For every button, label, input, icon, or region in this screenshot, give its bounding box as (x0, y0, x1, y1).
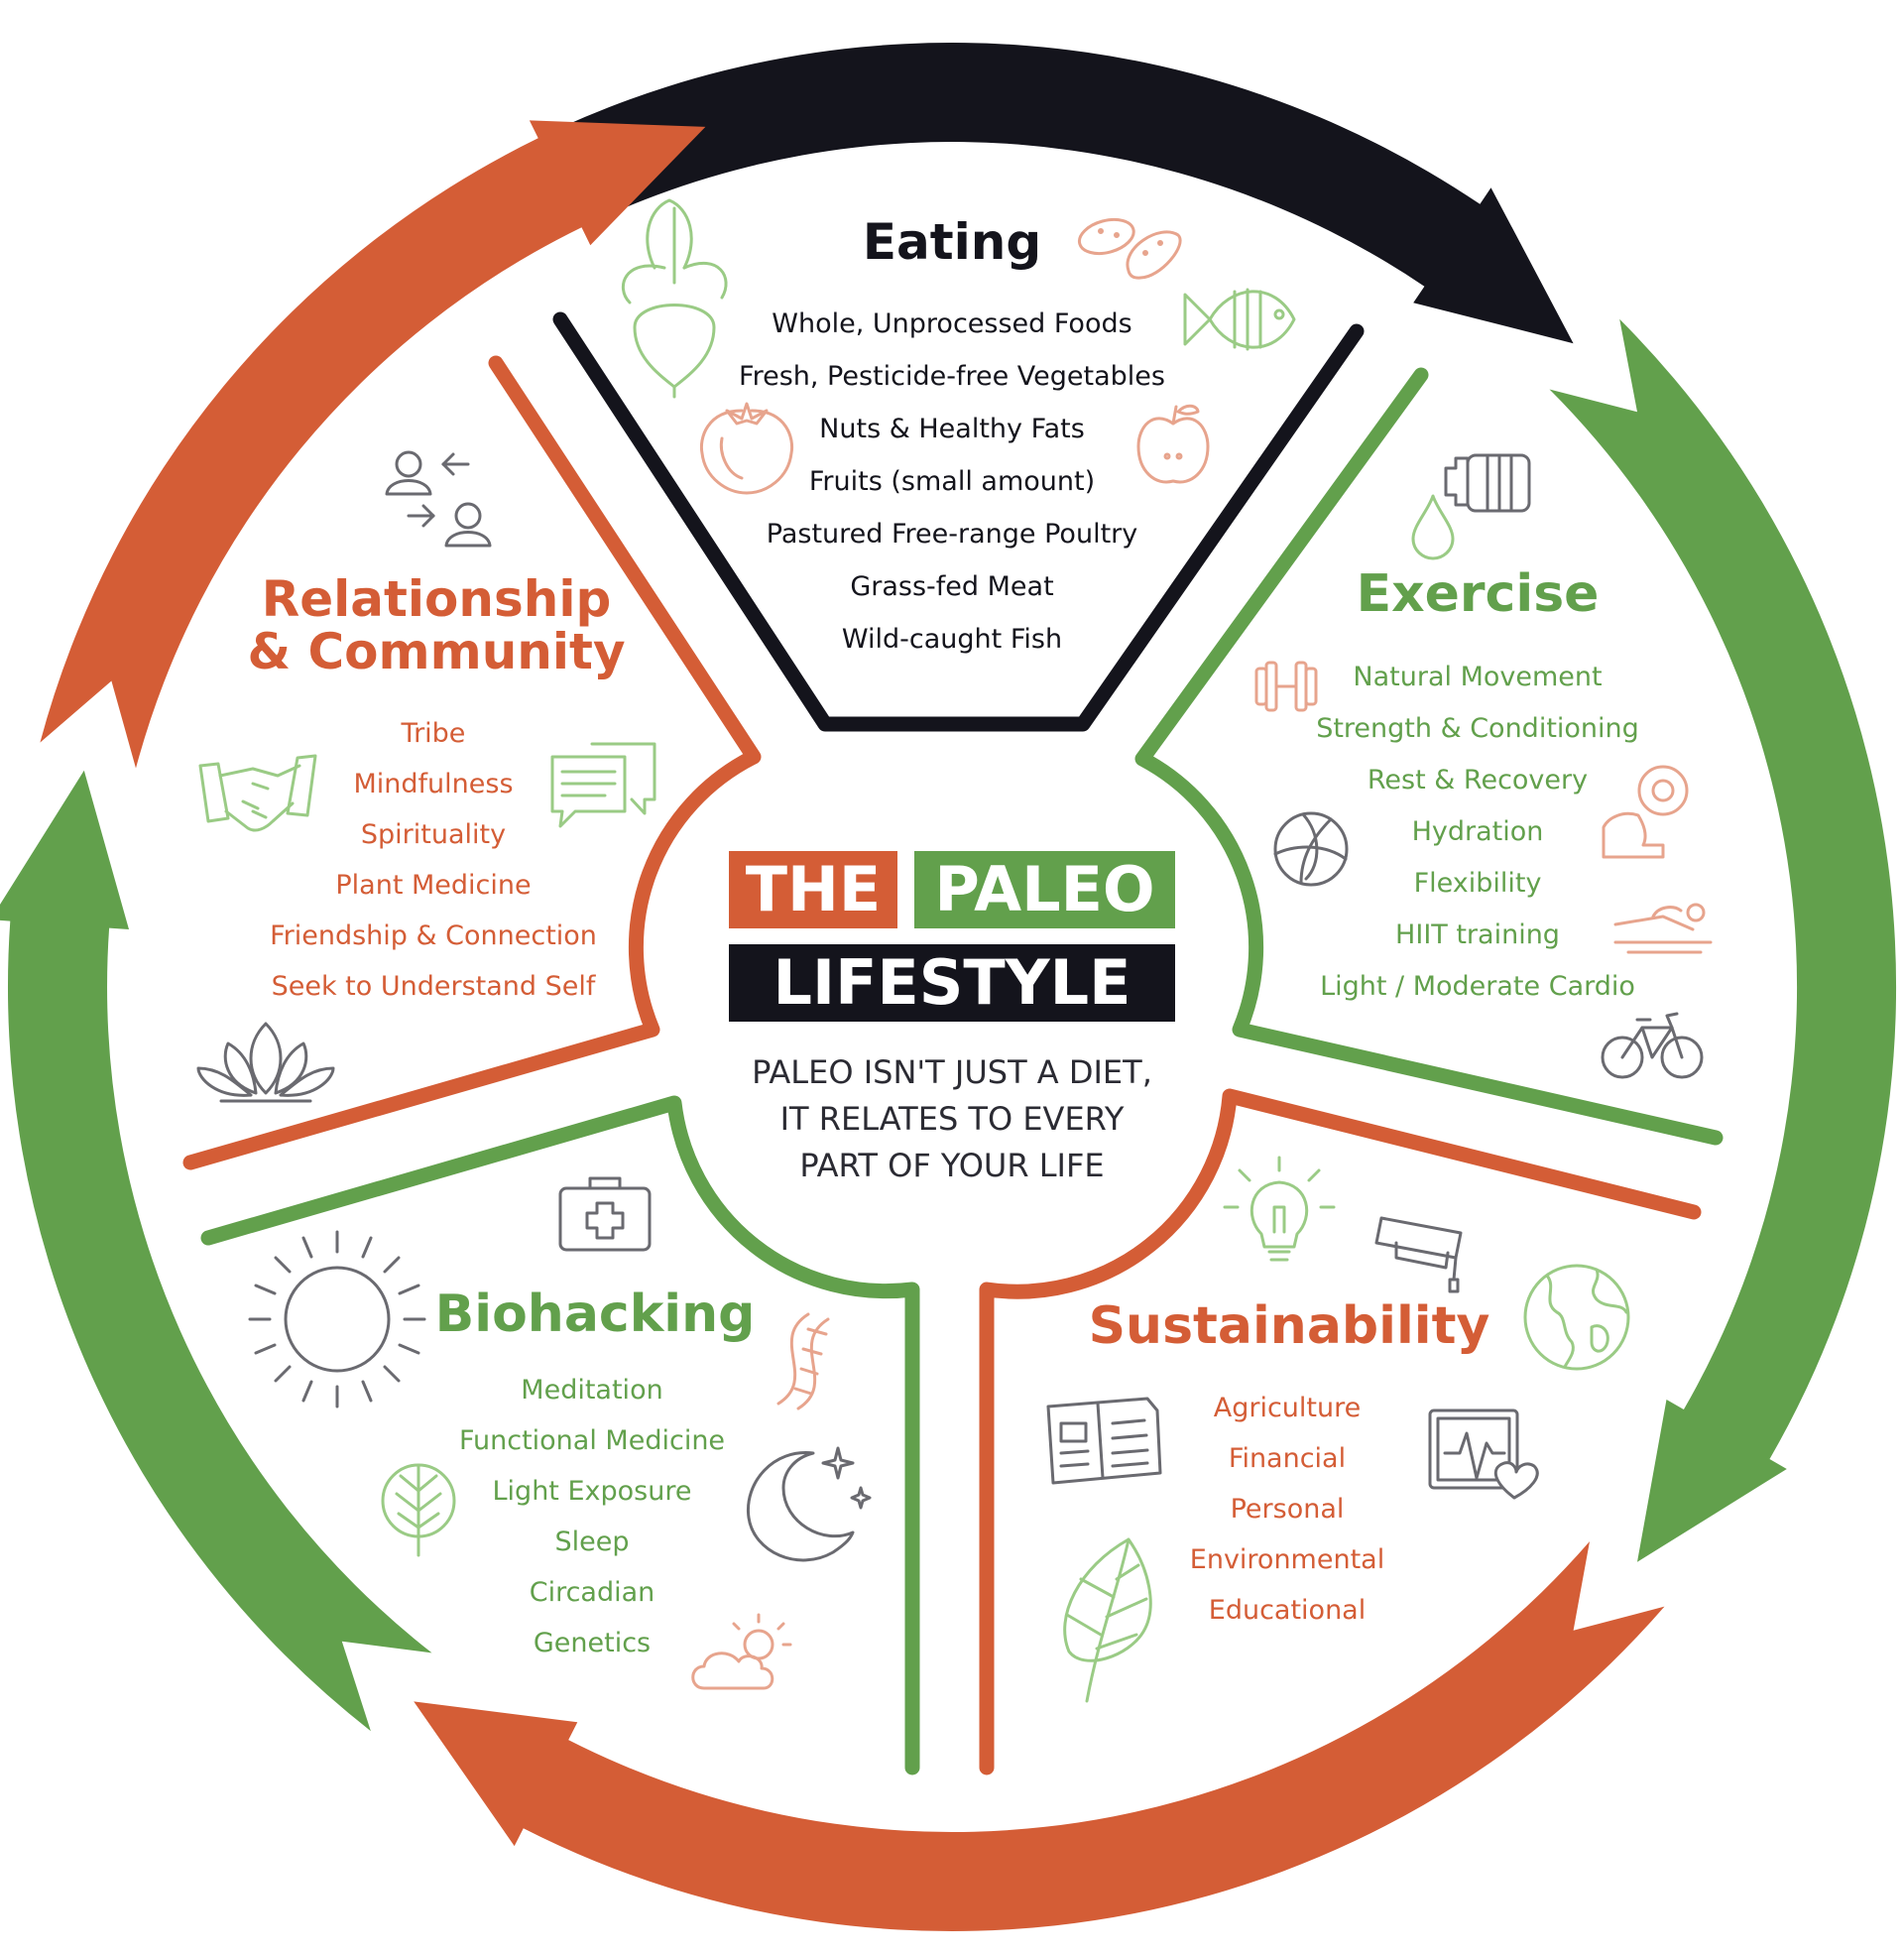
potato-icon (1077, 217, 1182, 280)
handshake-icon (198, 754, 317, 832)
beet-icon (621, 198, 728, 399)
lotus-icon (196, 1022, 335, 1103)
newspaper-icon (1046, 1397, 1162, 1485)
flexed-arm-icon (1602, 765, 1689, 859)
biohacking-divider (200, 1095, 920, 1775)
section-dividers (182, 311, 1724, 1775)
first-aid-kit-icon (558, 1176, 652, 1252)
ring-arrow-green (0, 770, 432, 1732)
moon-stars-icon (746, 1446, 872, 1562)
water-bottle-icon (1444, 453, 1531, 513)
leaf-icon (381, 1463, 456, 1557)
fish-icon (1183, 288, 1296, 351)
light-bulb-icon (1223, 1156, 1336, 1262)
ring-arrow-orange (40, 120, 706, 769)
cloud-sun-icon (691, 1613, 792, 1690)
ring-arrow-orange (414, 1541, 1665, 1931)
globe-icon (1523, 1264, 1630, 1371)
dna-icon (776, 1312, 830, 1410)
people-exchange-icon (385, 450, 492, 548)
heart-monitor-icon (1428, 1408, 1539, 1500)
relationship-divider (182, 355, 762, 1170)
ring-arrow-dark (552, 43, 1574, 344)
tomato-icon (699, 402, 794, 495)
eating-divider (552, 311, 1365, 732)
sustainability-divider (979, 1088, 1702, 1775)
apple-icon (1136, 404, 1210, 484)
volleyball-icon (1273, 811, 1349, 887)
graduation-cap-icon (1374, 1216, 1463, 1293)
sun-icon (248, 1230, 426, 1408)
water-drop-icon (1411, 494, 1455, 560)
ring-arrow-green (1549, 318, 1897, 1562)
large-leaf-icon (1063, 1537, 1152, 1703)
chat-bubbles-icon (550, 742, 656, 828)
outer-cycle-ring (0, 43, 1897, 1931)
exercise-divider (1134, 367, 1724, 1146)
dumbbell-icon (1254, 661, 1318, 712)
bicycle-icon (1601, 1012, 1704, 1079)
swimmer-icon (1613, 903, 1713, 954)
